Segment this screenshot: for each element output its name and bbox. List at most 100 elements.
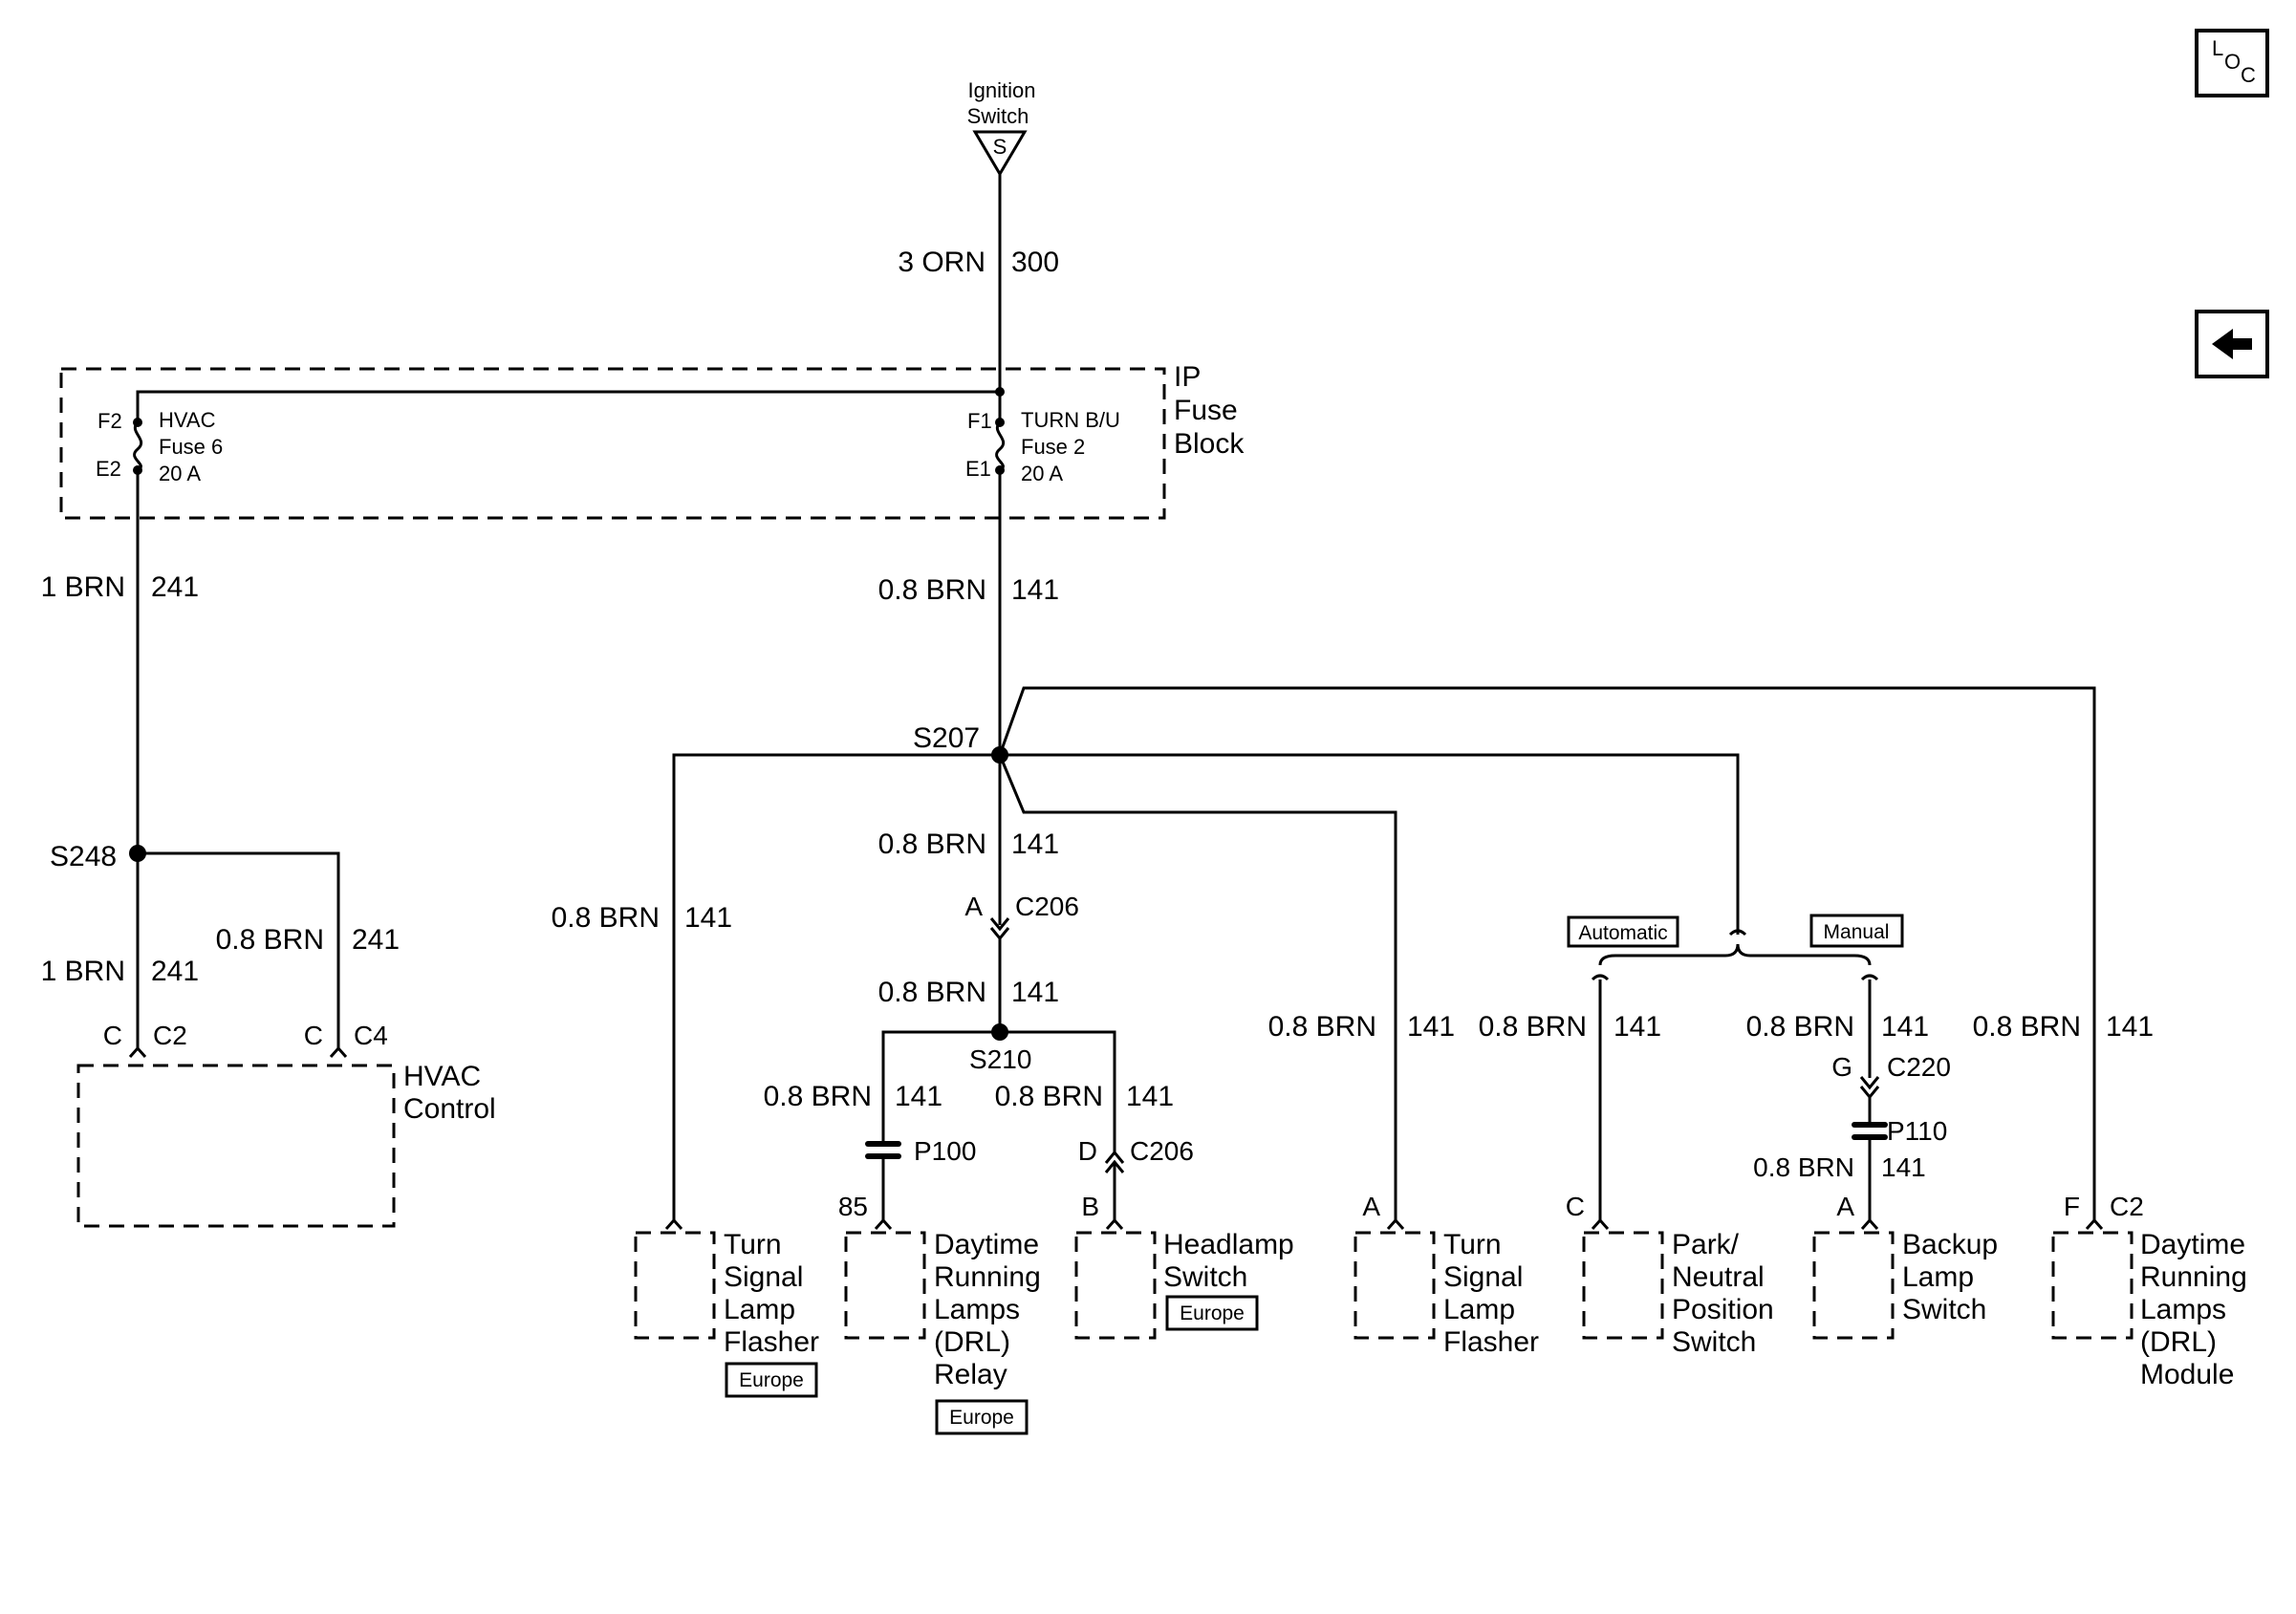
wire-s248-c2-circuit: 241 <box>151 956 199 987</box>
wire-s248-c4 <box>138 851 340 1049</box>
connector-right-flasher-icon <box>1386 1217 1405 1230</box>
wire-s248-c4-circuit: 241 <box>352 924 400 956</box>
connector-c206-d-name: C206 <box>1130 1136 1194 1166</box>
left-flasher-europe-label: Europe <box>739 1369 804 1391</box>
wire-s207-down-gauge: 0.8 BRN <box>878 829 986 860</box>
option-automatic-badge <box>1567 915 1679 948</box>
ignition-switch: Ignition Switch S <box>967 78 1035 177</box>
loc-icon-o: O <box>2224 50 2241 74</box>
connector-c2-name: C2 <box>153 1021 187 1050</box>
hvac-control-box <box>76 1064 396 1228</box>
headlamp-switch-label-1: Headlamp <box>1163 1229 1294 1260</box>
drl-relay-europe-label: Europe <box>949 1407 1014 1429</box>
wire-right-flasher-circuit: 141 <box>1407 1011 1455 1043</box>
wire-headlamp-upper <box>1000 1030 1116 1154</box>
splice-s210-label: S210 <box>969 1044 1031 1074</box>
connector-c206-d-pin: D <box>1078 1136 1097 1166</box>
option-bracket: Automatic Manual <box>1567 914 1904 966</box>
fuse-2-number: Fuse 2 <box>1021 435 1085 459</box>
wire-drl-module <box>998 686 2096 1221</box>
wire-park-backup-trunk <box>1000 753 1740 935</box>
left-flasher-label-4: Flasher <box>724 1326 819 1358</box>
connector-headlamp-pin: B <box>1081 1192 1099 1221</box>
wire-right-flasher-gauge: 0.8 BRN <box>1268 1011 1376 1043</box>
connector-drl-module-icon <box>2085 1217 2104 1230</box>
wire-c206-s210-circuit: 141 <box>1011 977 1059 1008</box>
park-neutral-label-4: Switch <box>1672 1326 1756 1358</box>
wire-backup-upper-circuit: 141 <box>1881 1011 1929 1043</box>
connector-c2-pin: C <box>103 1021 122 1050</box>
back-button[interactable] <box>2195 310 2269 378</box>
drl-relay-label-1: Daytime <box>934 1229 1039 1260</box>
wire-backup-lower-gauge: 0.8 BRN <box>1753 1152 1854 1182</box>
wire-left-flasher-gauge: 0.8 BRN <box>552 902 660 934</box>
connector-drl-relay-pin: 85 <box>838 1192 868 1221</box>
component-locator-icon[interactable] <box>2195 29 2269 97</box>
fuse-block-bus <box>136 390 1002 422</box>
fuse-2-name: TURN B/U <box>1021 408 1120 432</box>
connector-c220-pin: G <box>1831 1052 1852 1082</box>
drl-relay-europe-badge <box>935 1399 1029 1435</box>
hvac-control-label-1: HVAC <box>403 1061 481 1092</box>
park-neutral-label-3: Position <box>1672 1294 1774 1325</box>
option-break-icon <box>1860 974 1879 981</box>
connector-park-neutral-icon <box>1591 1217 1610 1230</box>
wire-park-neutral-gauge: 0.8 BRN <box>1479 1011 1587 1043</box>
fuse-6-number: Fuse 6 <box>159 435 223 459</box>
option-break-icon <box>1728 929 1747 936</box>
loc-icon-l: L <box>2212 36 2223 60</box>
wire-hvac-feed-gauge: 1 BRN <box>41 571 125 603</box>
connector-c4-icon <box>329 1045 348 1058</box>
drl-module-label-2: Running <box>2140 1261 2247 1293</box>
wire-s248-c4-gauge: 0.8 BRN <box>216 924 324 956</box>
left-flasher-label-2: Signal <box>724 1261 803 1293</box>
fuse-2-rating: 20 A <box>1021 462 1063 485</box>
fuse-6-rating: 20 A <box>159 462 201 485</box>
wire-ign-feed-gauge: 3 ORN <box>898 247 986 278</box>
wire-right-flasher <box>998 754 1397 1221</box>
connector-c206-a-pin: A <box>964 892 983 921</box>
wire-drl-module-gauge: 0.8 BRN <box>1973 1011 2081 1043</box>
fuse-block-label-3: Block <box>1174 428 1245 460</box>
fuse-block-outline <box>59 367 1166 520</box>
backup-lamp-label-1: Backup <box>1902 1229 1998 1260</box>
ip-fuse-block: IP Fuse Block F2 E2 HVAC Fuse 6 20 A F1 … <box>59 361 1245 520</box>
connector-c220-name: C220 <box>1887 1052 1951 1082</box>
drl-relay-label-2: Running <box>934 1261 1041 1293</box>
right-flasher-box <box>1354 1231 1436 1340</box>
connector-backup-pin: A <box>1836 1192 1854 1221</box>
fuse-2-turn: F1 E1 TURN B/U Fuse 2 20 A <box>965 408 1120 485</box>
wire-backup-lower-circuit: 141 <box>1881 1152 1926 1182</box>
drl-relay-label-3: Lamps <box>934 1294 1020 1325</box>
backup-lamp-label-2: Lamp <box>1902 1261 1974 1293</box>
wire-headlamp-gauge: 0.8 BRN <box>995 1081 1103 1112</box>
fuse-6-top-pin: F2 <box>97 409 122 433</box>
source-triangle-icon <box>972 130 1028 177</box>
fuse-6-bottom-pin: E2 <box>96 457 121 481</box>
fuse-2-top-pin: F1 <box>967 409 992 433</box>
option-brace <box>1598 943 1872 966</box>
wire-hvac-feed-circuit: 241 <box>151 571 199 603</box>
headlamp-europe-label: Europe <box>1180 1302 1245 1324</box>
option-manual-label: Manual <box>1824 921 1890 943</box>
wire-c206-s210-gauge: 0.8 BRN <box>878 977 986 1008</box>
wire-park-neutral-circuit: 141 <box>1614 1011 1661 1043</box>
wire-s248-c2-gauge: 1 BRN <box>41 956 125 987</box>
wire-ign-feed-circuit: 300 <box>1011 247 1059 278</box>
backup-lamp-label-3: Switch <box>1902 1294 1986 1325</box>
left-flasher-label-3: Lamp <box>724 1294 795 1325</box>
connector-headlamp-icon <box>1105 1217 1124 1230</box>
connector-left-flasher-icon <box>664 1217 683 1230</box>
connector-c206-a-name: C206 <box>1015 892 1079 921</box>
left-flasher-label-1: Turn <box>724 1229 782 1260</box>
headlamp-europe-badge <box>1165 1295 1259 1331</box>
drl-module-label-1: Daytime <box>2140 1229 2245 1260</box>
left-flasher-europe-badge <box>725 1362 818 1398</box>
loc-button[interactable]: L O C <box>2195 29 2269 97</box>
drl-module-label-4: (DRL) <box>2140 1326 2217 1358</box>
wire-drl-module-circuit: 141 <box>2106 1011 2154 1043</box>
passthrough-p110: P110 <box>1852 1116 1947 1146</box>
right-flasher-label-2: Signal <box>1443 1261 1523 1293</box>
backup-lamp-box <box>1812 1231 1895 1340</box>
